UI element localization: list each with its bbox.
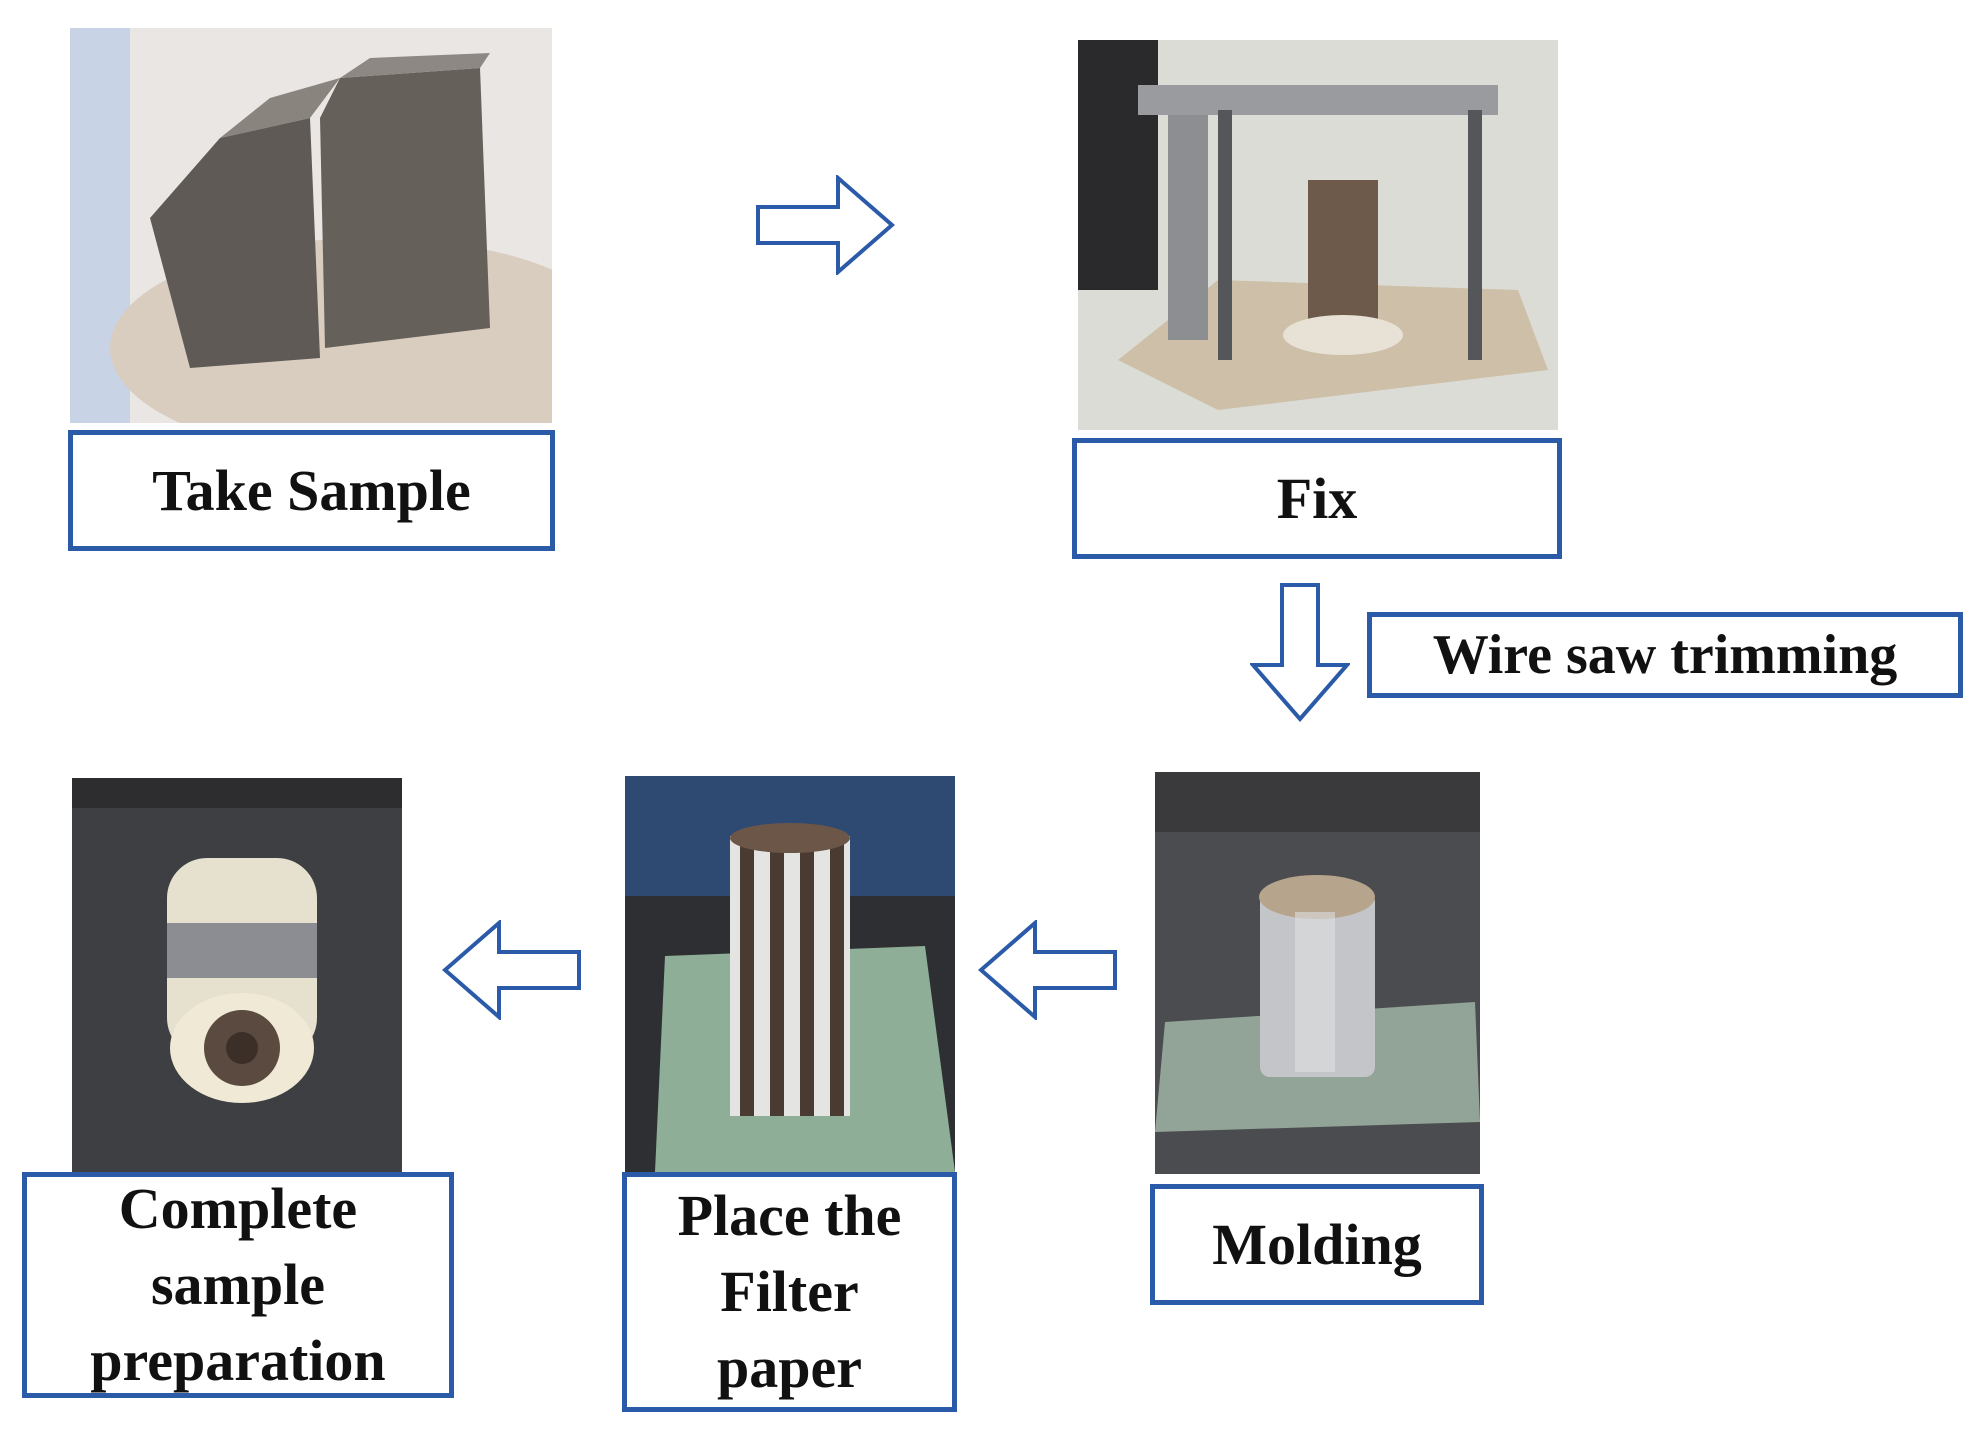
photo-molding [1155, 772, 1480, 1174]
step-take-sample: Take Sample [68, 430, 555, 551]
arrow-down-icon [1250, 582, 1350, 722]
arrow-left-icon [442, 920, 582, 1020]
step-wire-saw-trimming: Wire saw trimming [1367, 612, 1963, 698]
arrow-right-icon [755, 175, 895, 275]
step-fix: Fix [1072, 438, 1562, 559]
step-molding: Molding [1150, 1184, 1484, 1305]
photo-filter-paper [625, 776, 955, 1172]
photo-soil-blocks [70, 28, 552, 423]
photo-complete-sample [72, 778, 402, 1173]
photo-fix-frame [1078, 40, 1558, 430]
arrow-left-icon [978, 920, 1118, 1020]
step-place-filter-paper: Place the Filter paper [622, 1172, 957, 1412]
step-complete-sample-preparation: Complete sample preparation [22, 1172, 454, 1398]
